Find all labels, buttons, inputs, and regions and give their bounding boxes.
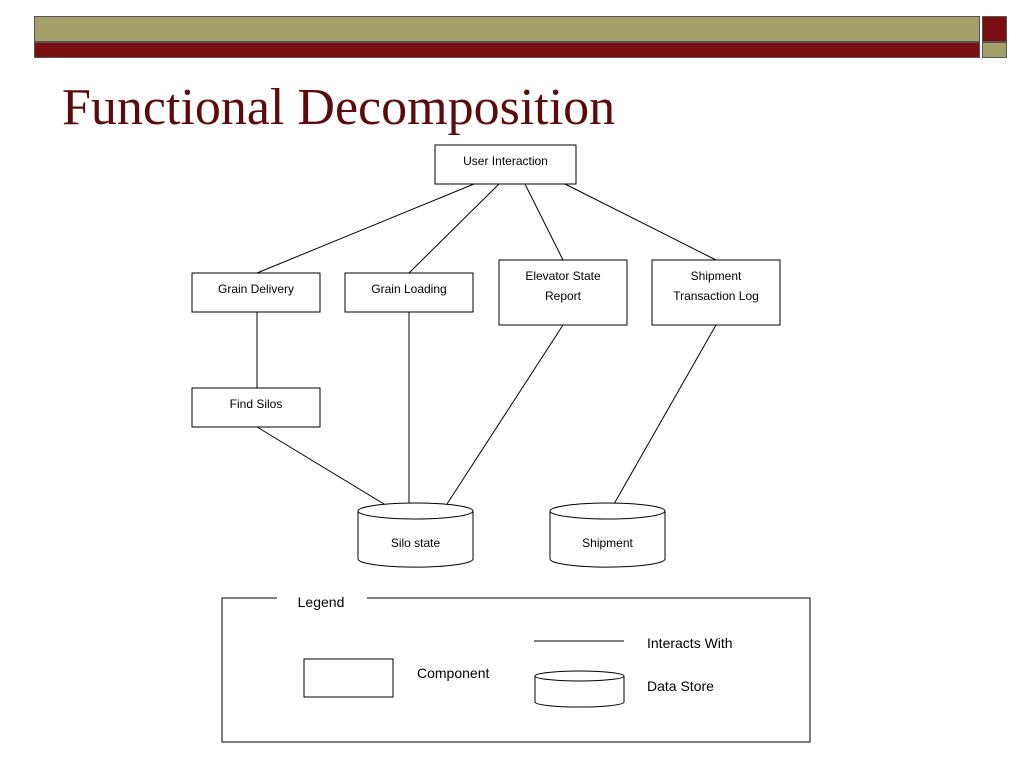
- label-grain-loading: Grain Loading: [371, 282, 446, 296]
- node-elevator-state-report: [498, 259, 628, 326]
- header-square-top: [982, 16, 1007, 42]
- edge-user-elevator: [524, 183, 564, 261]
- label-shipment-log-line1: Shipment: [691, 269, 742, 283]
- node-grain-delivery: [191, 272, 321, 313]
- edge-elevator-silostate: [446, 324, 564, 505]
- header-square-bottom: [982, 42, 1007, 58]
- label-find-silos: Find Silos: [230, 397, 283, 411]
- legend-title: Legend: [298, 594, 345, 610]
- slide-title: Functional Decomposition: [62, 79, 616, 136]
- legend-component-swatch: [303, 658, 394, 698]
- label-grain-delivery: Grain Delivery: [218, 282, 294, 296]
- header-bar-top: [34, 16, 980, 42]
- header-bar-bottom: [34, 42, 980, 58]
- legend-frame: [221, 597, 811, 743]
- label-shipment: Shipment: [582, 536, 633, 550]
- legend-component-label: Component: [417, 665, 489, 681]
- label-user-interaction: User Interaction: [463, 154, 548, 168]
- legend-datastore-swatch: [534, 670, 625, 708]
- edge-shipmentlog-shipment: [613, 324, 717, 505]
- edge-user-loading: [408, 183, 500, 274]
- store-silo-state: [357, 502, 474, 568]
- node-find-silos: [191, 387, 321, 428]
- edge-user-shipment-log: [564, 183, 717, 261]
- edge-user-delivery: [256, 183, 475, 274]
- label-elevator-state-line1: Elevator State: [525, 269, 601, 283]
- legend-datastore-label: Data Store: [647, 678, 714, 694]
- label-elevator-state-line2: Report: [545, 289, 582, 303]
- legend-interacts-label: Interacts With: [647, 635, 733, 651]
- node-shipment-transaction-log: [651, 259, 781, 326]
- node-grain-loading: [344, 272, 474, 313]
- label-silo-state: Silo state: [391, 536, 441, 550]
- node-user-interaction: [434, 144, 577, 185]
- label-shipment-log-line2: Transaction Log: [673, 289, 759, 303]
- edge-findsilos-silostate: [256, 426, 385, 505]
- store-shipment: [549, 502, 666, 568]
